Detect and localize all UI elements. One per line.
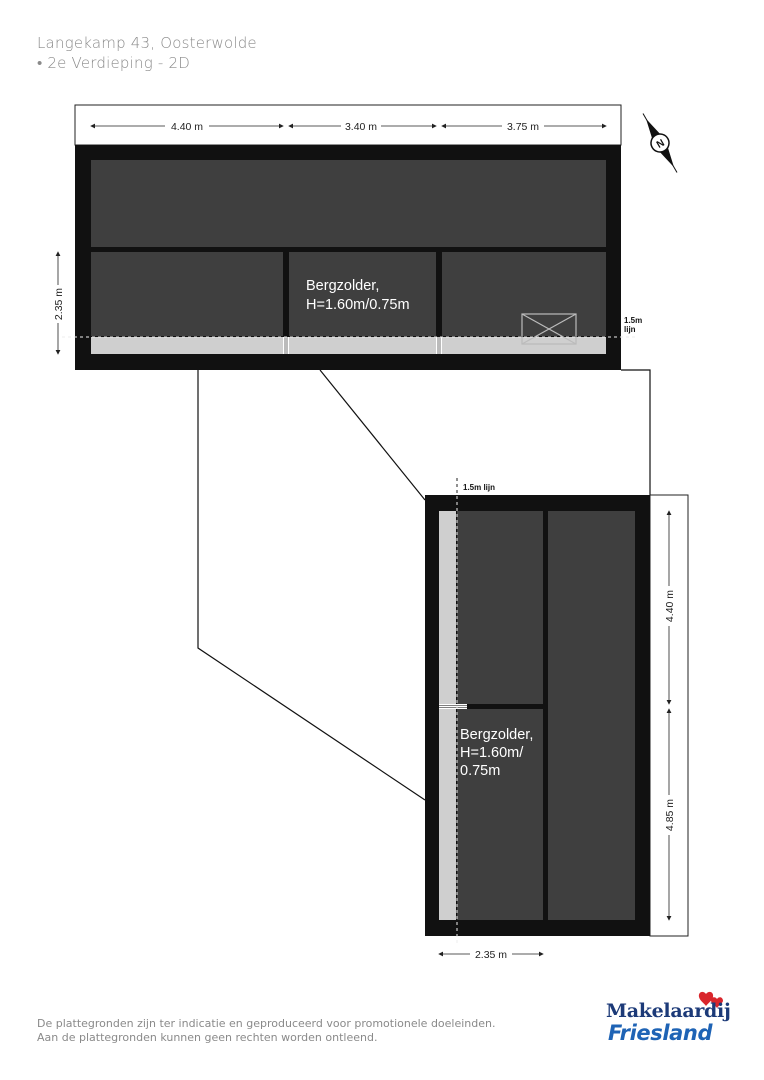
- address-title: Langekamp 43, Oosterwolde: [37, 34, 257, 52]
- bottom-room-label-2: H=1.60m/: [460, 745, 524, 761]
- top-room-upper: [91, 160, 606, 247]
- logo-text-friesland: Friesland: [608, 1021, 713, 1045]
- roof-hatch-icon: [521, 313, 577, 345]
- floor-subtitle: • 2e Verdieping - 2D: [37, 54, 190, 72]
- bottom-dim-bottom: 2.35 m: [475, 949, 507, 961]
- top-door-gap-2: [436, 337, 442, 354]
- top-door-gap-1: [283, 337, 289, 354]
- bottom-line-note: 1.5m lijn: [463, 483, 495, 492]
- top-room-left: [91, 252, 283, 336]
- top-plan: 4.40 m 3.40 m 3.75 m 2.35 m Bergzolder, …: [51, 104, 642, 370]
- top-room-label-2: H=1.60m/0.75m: [306, 297, 410, 313]
- top-line-note-1: 1.5m: [624, 316, 642, 325]
- bottom-door-gap: [439, 704, 467, 709]
- top-line-note-2: lijn: [624, 325, 636, 334]
- compass-icon: N: [642, 113, 678, 173]
- disclaimer-line-1: De plattegronden zijn ter indicatie en g…: [37, 1017, 496, 1030]
- bottom-room-label-3: 0.75m: [460, 763, 500, 779]
- top-room-middle: [289, 252, 436, 336]
- disclaimer: De plattegronden zijn ter indicatie en g…: [37, 1017, 496, 1045]
- bottom-low-height-zone: [439, 511, 456, 920]
- top-dim-1: 4.40 m: [171, 121, 203, 133]
- top-dim-3: 3.75 m: [507, 121, 539, 133]
- heart-icon: [698, 991, 723, 1008]
- compass-letter: N: [655, 138, 667, 151]
- top-dim-2: 3.40 m: [345, 121, 377, 133]
- bottom-dim-right-1: 4.40 m: [664, 590, 676, 622]
- connector-lines: [197, 369, 651, 801]
- top-dim-left: 2.35 m: [53, 288, 65, 320]
- bottom-room-label-1: Bergzolder,: [460, 727, 533, 743]
- bottom-dim-right-2: 4.85 m: [664, 799, 676, 831]
- top-low-height-zone: [91, 337, 606, 354]
- bottom-room-top-left: [457, 511, 543, 704]
- top-room-label-1: Bergzolder,: [306, 278, 379, 294]
- bottom-room-bottom-left: [457, 709, 543, 920]
- bottom-room-right: [548, 511, 635, 920]
- top-room-right: [442, 252, 606, 336]
- disclaimer-line-2: Aan de plattegronden kunnen geen rechten…: [37, 1031, 378, 1044]
- logo-text-makelaardij: Makelaardij: [606, 1000, 731, 1022]
- bottom-plan: 1.5m lijn 4.40 m 4.85 m 2.35 m Bergzolde…: [425, 478, 689, 961]
- company-logo: Makelaardij Friesland: [606, 990, 736, 1050]
